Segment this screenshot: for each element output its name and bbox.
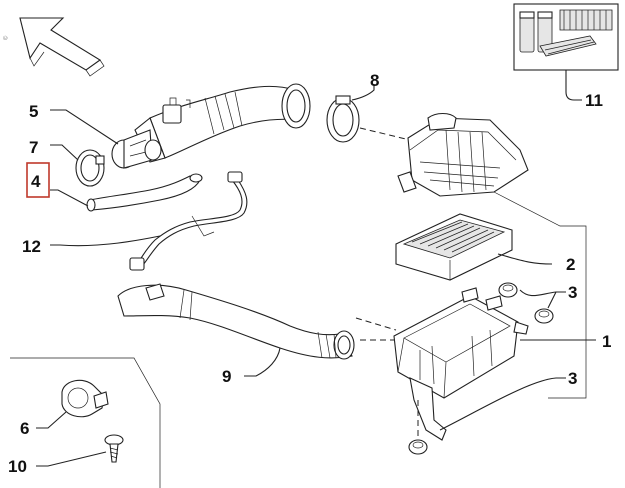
hose-clamp-8-icon xyxy=(326,95,360,143)
airbox-cover-icon xyxy=(397,112,529,197)
callout-3a: 3 xyxy=(568,283,577,302)
alignment-line-8 xyxy=(359,127,411,141)
screw-10-icon xyxy=(104,434,124,463)
callout-8: 8 xyxy=(370,71,379,90)
callout-6: 6 xyxy=(20,419,29,438)
oil-filter-icon xyxy=(519,11,553,53)
callout-9: 9 xyxy=(222,367,231,386)
leader-2 xyxy=(497,253,553,265)
leader-4 xyxy=(50,189,89,207)
bracket-line xyxy=(493,191,587,399)
intake-pipe-with-sensor xyxy=(111,83,311,169)
leader-5 xyxy=(50,109,119,145)
callout-3b: 3 xyxy=(568,369,577,388)
breather-hose-4-icon xyxy=(86,173,203,212)
grommet-3b-icon xyxy=(408,439,428,455)
filter-kit-box xyxy=(513,3,619,71)
air-filter-element-2-icon xyxy=(395,213,513,281)
callout-2: 2 xyxy=(566,255,575,274)
callout-4: 4 xyxy=(31,172,41,191)
leader-3b xyxy=(439,377,566,431)
callout-1: 1 xyxy=(602,332,611,351)
watermark: © xyxy=(2,35,10,40)
airbox-housing-1-icon xyxy=(393,287,529,441)
leader-3a xyxy=(519,289,566,309)
leader-12 xyxy=(50,235,161,247)
orientation-arrow-icon xyxy=(19,17,105,77)
alignment-line-9b xyxy=(355,317,397,331)
cabin-filter-icon xyxy=(539,9,613,57)
highlight-box xyxy=(26,162,50,198)
leader-7 xyxy=(50,144,79,161)
leader-9 xyxy=(244,347,281,377)
leader-6 xyxy=(36,411,67,429)
subpanel-border xyxy=(10,357,161,488)
leader-11 xyxy=(565,70,582,101)
intake-duct-9-icon xyxy=(117,283,355,360)
callout-11: 11 xyxy=(585,91,603,110)
callout-7: 7 xyxy=(29,138,38,157)
callout-12: 12 xyxy=(22,237,41,256)
hose-clamp-6-icon xyxy=(61,379,109,418)
grommet-3a-icon xyxy=(498,282,554,324)
callout-5: 5 xyxy=(29,102,38,121)
callout-10: 10 xyxy=(8,457,27,476)
leader-8 xyxy=(351,84,375,101)
vacuum-hose-12-icon xyxy=(129,171,248,271)
hose-clamp-7-icon xyxy=(75,149,105,187)
leader-10 xyxy=(36,451,107,467)
